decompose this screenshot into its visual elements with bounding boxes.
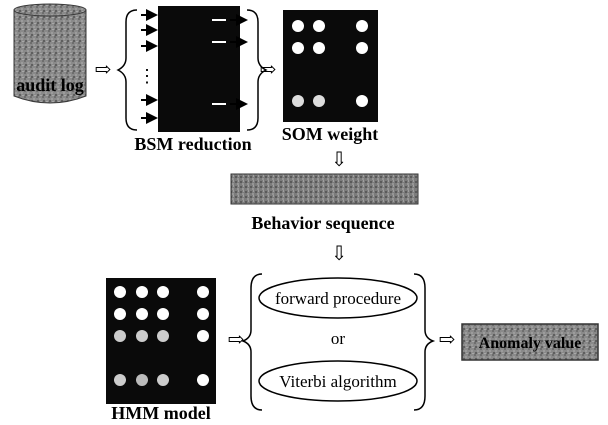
or-label: or (331, 329, 346, 348)
vertical-ellipsis-icon: ⋮ (138, 66, 156, 86)
hmm-model-label: HMM model (111, 403, 210, 423)
down-arrow-icon: ⇩ (331, 149, 348, 171)
algorithm-group: forward procedure or Viterbi algorithm (240, 273, 436, 411)
bsm-reduction-node: ⋮ BSM reduction (116, 6, 268, 154)
som-weight-label: SOM weight (282, 124, 379, 144)
som-weight-node: SOM weight (282, 10, 379, 144)
bsm-reduction-label: BSM reduction (134, 134, 251, 154)
audit-log-label: audit log (16, 75, 84, 95)
viterbi-algorithm-label: Viterbi algorithm (279, 372, 396, 391)
anomaly-value-label: Anomaly value (479, 335, 582, 352)
behavior-sequence-label: Behavior sequence (251, 213, 394, 233)
right-arrow-icon: ⇨ (439, 329, 456, 351)
audit-log-node: audit log (13, 3, 87, 104)
hmm-model-node: HMM model (106, 278, 216, 423)
forward-procedure-label: forward procedure (275, 289, 401, 308)
down-arrow-icon: ⇩ (331, 243, 348, 265)
behavior-sequence-node: Behavior sequence (230, 173, 419, 233)
right-arrow-icon: ⇨ (95, 59, 112, 81)
anomaly-value-node: Anomaly value (461, 323, 599, 361)
right-arrow-icon: ⇨ (228, 329, 245, 351)
right-arrow-icon: ⇨ (260, 59, 277, 81)
